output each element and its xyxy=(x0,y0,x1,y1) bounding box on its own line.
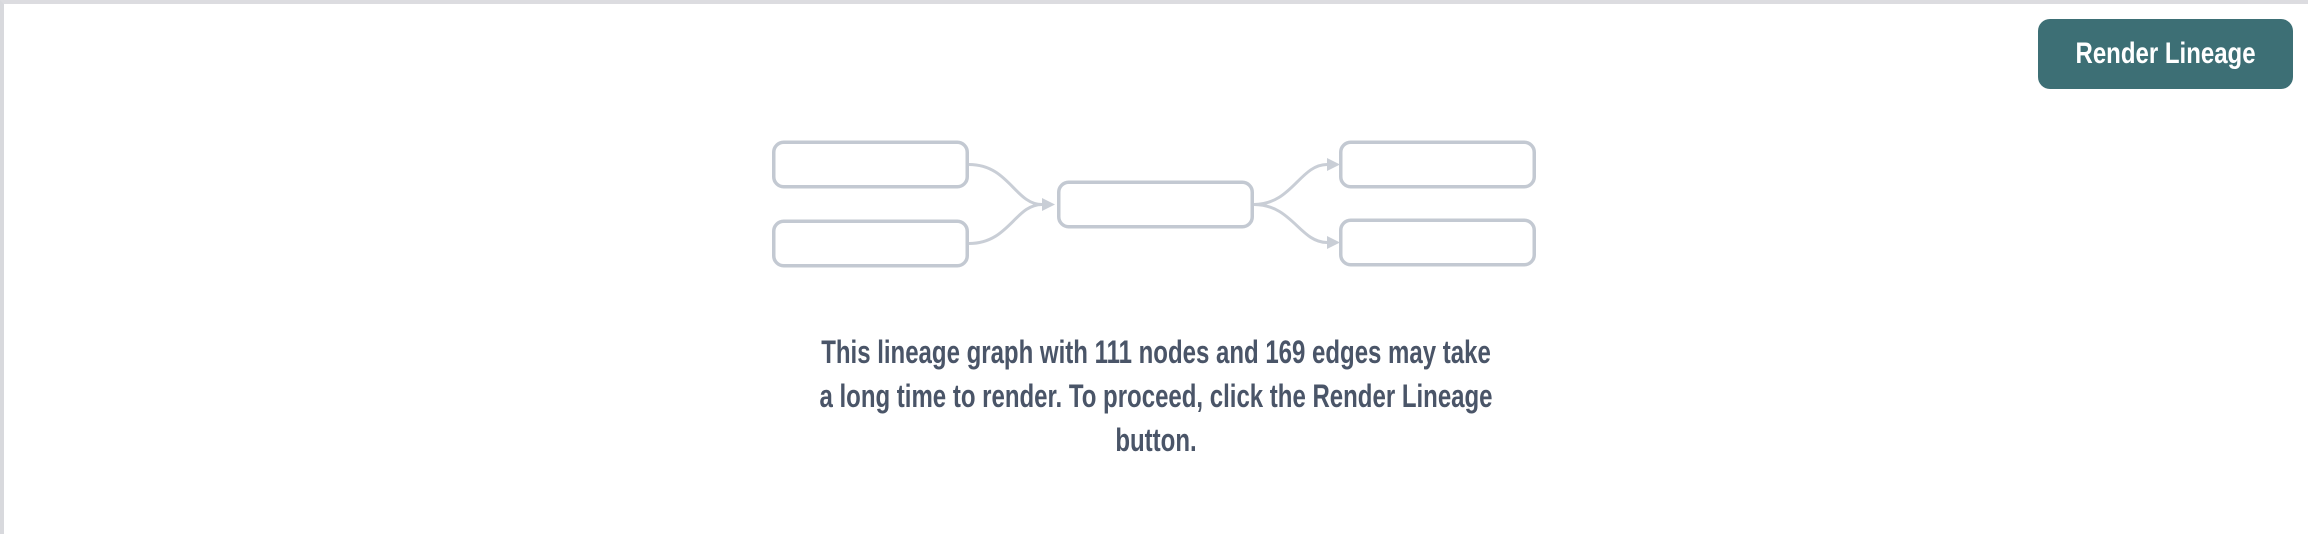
message-line-2: a long time to render. To proceed, click… xyxy=(819,378,1493,414)
node-center xyxy=(1057,180,1254,229)
lineage-arrowheads xyxy=(1042,158,1340,249)
edge-upstream-top xyxy=(968,163,1043,206)
arrowhead-top-right-icon xyxy=(1327,158,1340,171)
render-lineage-button[interactable]: Render Lineage xyxy=(2038,19,2293,89)
render-warning-message: This lineage graph with 111 nodes and 16… xyxy=(4,330,2308,462)
render-warning-message-text: This lineage graph with 111 nodes and 16… xyxy=(292,330,2020,462)
edge-upstream-bottom xyxy=(968,203,1043,245)
lineage-placeholder-graph xyxy=(772,140,1536,268)
lineage-edges xyxy=(968,163,1328,245)
arrowhead-bottom-right-icon xyxy=(1327,236,1340,249)
node-upstream-top xyxy=(772,140,969,189)
edge-downstream-top xyxy=(1253,163,1328,206)
edge-downstream-bottom xyxy=(1253,203,1328,244)
node-downstream-bottom xyxy=(1339,218,1536,267)
node-downstream-top xyxy=(1339,140,1536,189)
message-line-1: This lineage graph with 111 nodes and 16… xyxy=(821,334,1491,370)
arrowhead-center-icon xyxy=(1042,198,1055,211)
node-upstream-bottom xyxy=(772,219,969,268)
message-line-3: button. xyxy=(1115,422,1197,458)
lineage-nodes xyxy=(772,140,1536,268)
render-lineage-button-label: Render Lineage xyxy=(2075,37,2256,70)
